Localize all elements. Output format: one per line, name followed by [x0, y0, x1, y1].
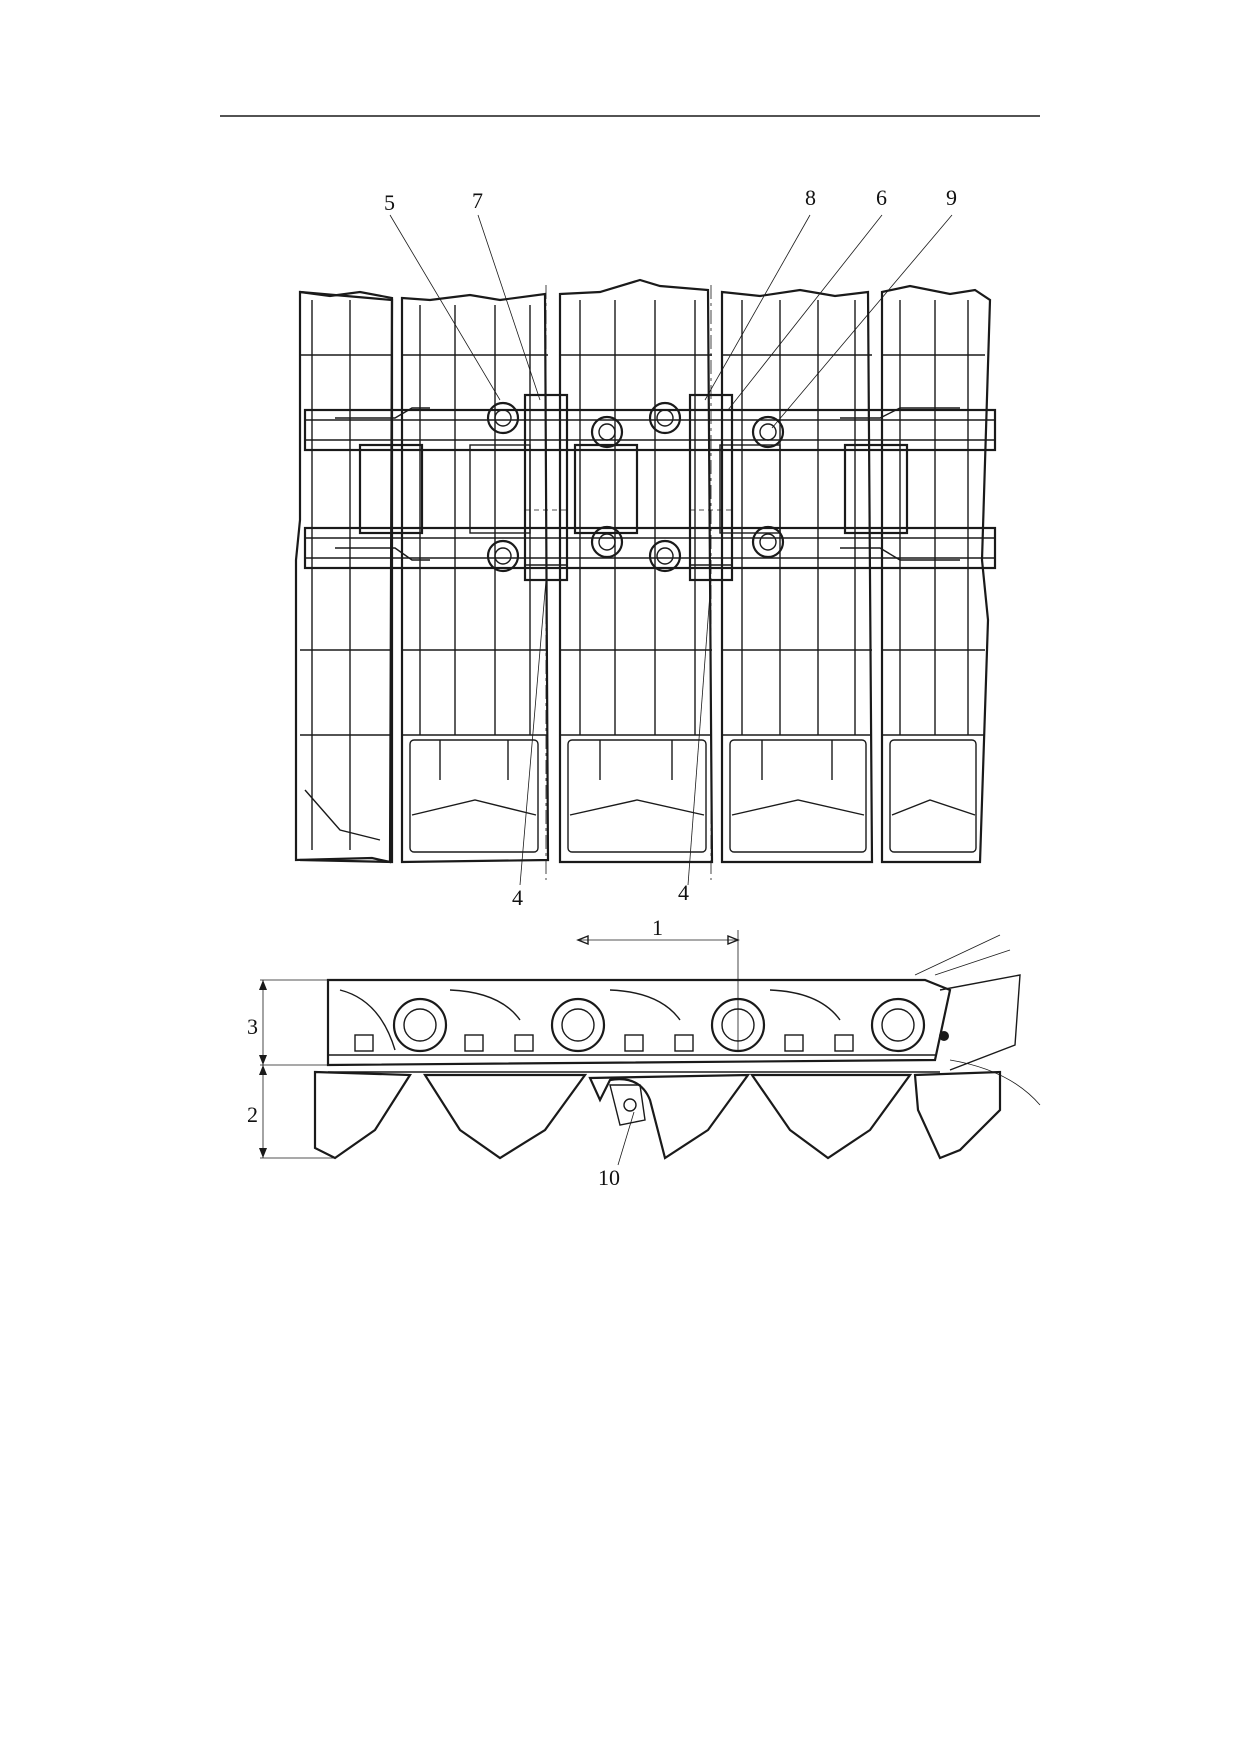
side-grousers [313, 1070, 1002, 1160]
callout-2: 2 [247, 1102, 258, 1127]
master-link-blocks [523, 285, 734, 880]
callout-4-right: 4 [678, 880, 689, 905]
link-bolts [486, 401, 785, 573]
shoe-end-hooks [335, 407, 960, 561]
callout-7: 7 [472, 188, 483, 213]
shoe-1 [299, 290, 394, 864]
callout-1: 1 [652, 915, 663, 940]
leader-lines-top [389, 214, 953, 886]
side-next-link [914, 934, 1041, 1106]
shoe-4 [720, 288, 874, 864]
callout-9: 9 [946, 185, 957, 210]
shoe-3 [558, 278, 714, 864]
top-view [294, 214, 997, 886]
callout-10: 10 [598, 1165, 620, 1190]
side-view [259, 930, 1041, 1166]
side-link-bosses [339, 989, 926, 1053]
callout-5: 5 [384, 190, 395, 215]
shoe-2 [400, 292, 550, 864]
top-view-outline [294, 290, 394, 864]
callout-8: 8 [805, 185, 816, 210]
callout-4-left: 4 [512, 885, 523, 910]
bushings [358, 443, 909, 535]
callout-3: 3 [247, 1014, 258, 1039]
callout-6: 6 [876, 185, 887, 210]
shoe-5 [880, 284, 992, 864]
